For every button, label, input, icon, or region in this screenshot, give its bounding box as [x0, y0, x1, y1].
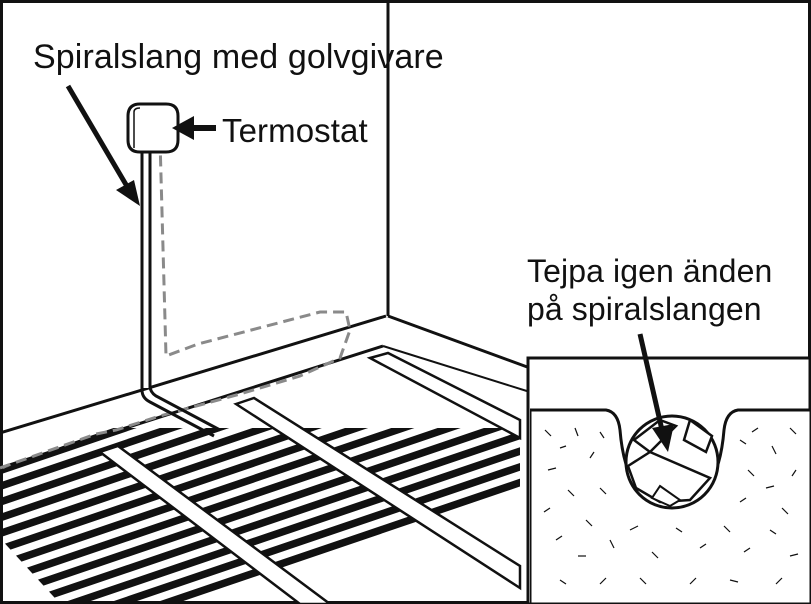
spiral-hose-outer — [140, 148, 215, 438]
spiral-hose-inner — [148, 148, 221, 432]
tape-piece-center — [626, 450, 713, 504]
mat-seam-2 — [233, 396, 522, 591]
mat-seams — [97, 351, 522, 604]
tape-instruction-line-2: på spiralslangen — [527, 291, 762, 327]
thermostat-box — [126, 102, 180, 154]
mat-seam-3 — [366, 351, 522, 441]
concrete-speckles — [543, 427, 799, 585]
arrow-to-thermostat — [172, 116, 216, 140]
heating-mat — [0, 428, 520, 604]
spiral-hose-label: Spiralslang med golvgivare — [33, 38, 444, 76]
arrow-to-hose-end — [637, 333, 674, 452]
left-wall-baseboard-top — [0, 314, 387, 435]
heating-mat-strips — [0, 428, 520, 604]
mat-seam-1 — [97, 444, 333, 604]
right-wall-baseboard-bottom — [382, 345, 531, 393]
thermostat-edge — [133, 107, 141, 148]
thermostat-body — [126, 102, 180, 154]
arrow-to-hose — [65, 84, 140, 206]
right-wall-baseboard-top — [387, 314, 531, 370]
tape-piece-top-right — [682, 417, 714, 454]
tape-instruction-label: Tejpa igen änden på spiralslangen — [527, 252, 772, 328]
spiral-hose-fill — [143, 148, 149, 388]
callout-arrows — [65, 84, 216, 206]
spiral-hose — [140, 148, 221, 438]
tape-instruction-line-1: Tejpa igen änden — [527, 253, 773, 289]
floor-sensor-route-dashed — [0, 139, 352, 470]
thermostat-label: Termostat — [222, 112, 368, 149]
tape-piece-bottom — [650, 484, 682, 508]
inset-detail — [526, 333, 811, 604]
